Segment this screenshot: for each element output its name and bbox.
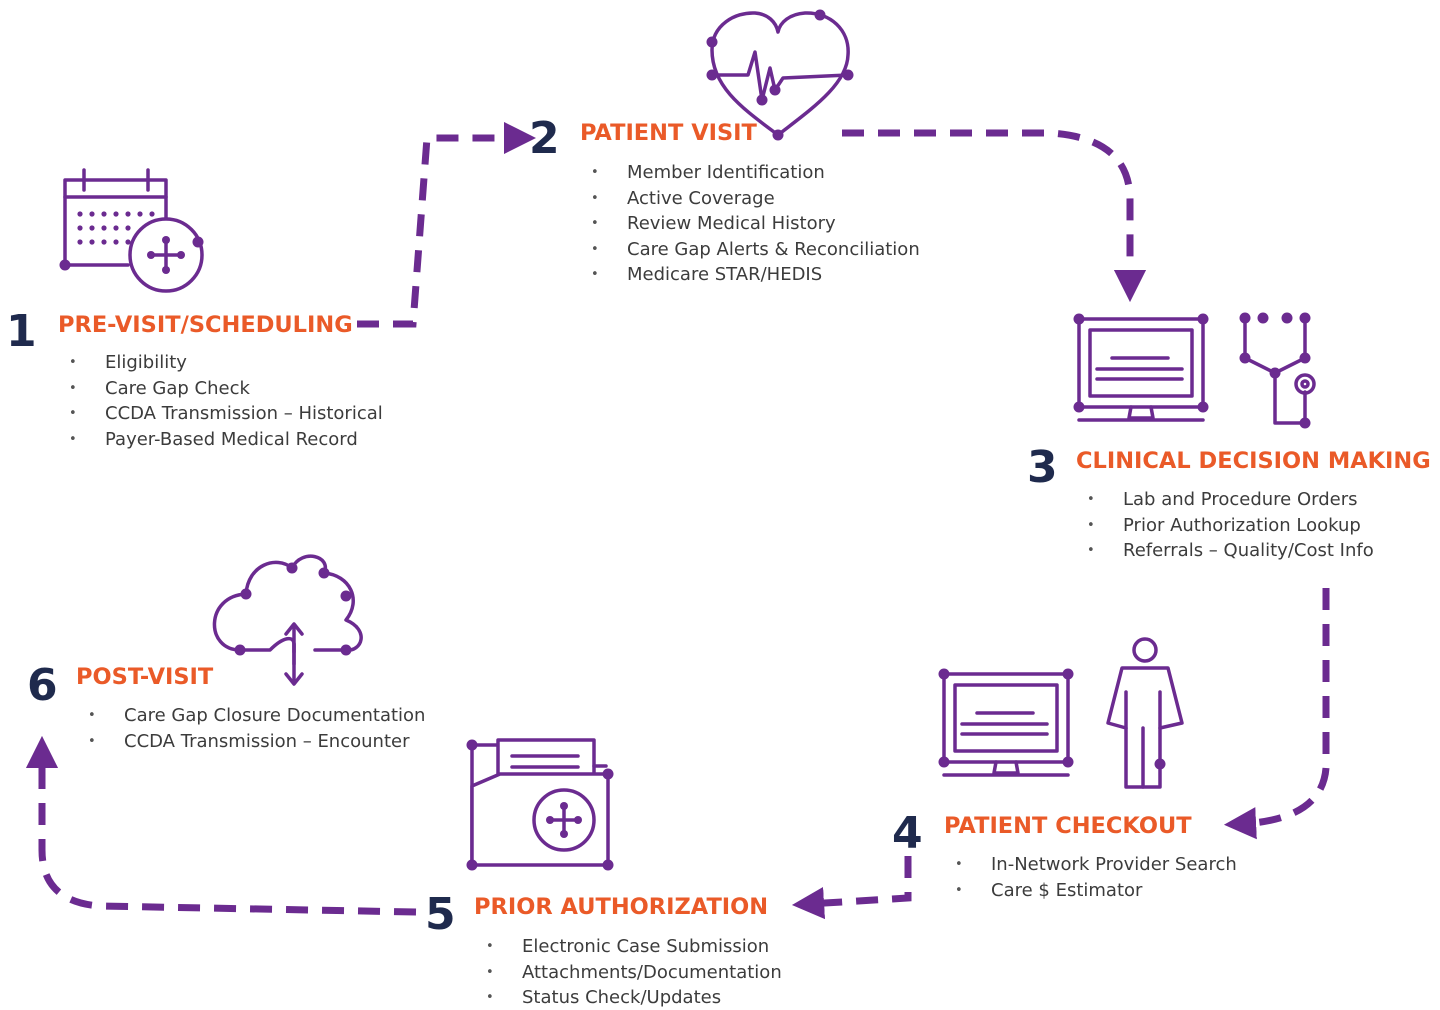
list-item: Payer-Based Medical Record: [69, 427, 383, 453]
step-1-title: PRE-VISIT/SCHEDULING: [58, 312, 353, 338]
step-5-bullet-list: Electronic Case Submission Attachments/D…: [486, 934, 782, 1010]
step-6-bullet-list: Care Gap Closure Documentation CCDA Tran…: [88, 703, 425, 754]
list-item: CCDA Transmission – Historical: [69, 401, 383, 427]
step-6-title: POST-VISIT: [76, 664, 214, 690]
list-item: Eligibility: [69, 350, 383, 376]
list-item: Care Gap Closure Documentation: [88, 703, 425, 729]
list-item: CCDA Transmission – Encounter: [88, 729, 425, 755]
list-item: Status Check/Updates: [486, 985, 782, 1010]
step-5-number: 5: [425, 889, 456, 940]
list-item: Lab and Procedure Orders: [1087, 487, 1374, 513]
step-1-number: 1: [6, 306, 37, 357]
connector-2-to-3: [842, 129, 1147, 303]
list-item: Attachments/Documentation: [486, 960, 782, 986]
heart-ekg-icon: [706, 9, 854, 141]
step-4-title: PATIENT CHECKOUT: [944, 813, 1192, 839]
list-item: Electronic Case Submission: [486, 934, 782, 960]
list-item: Active Coverage: [591, 186, 920, 212]
step-4-bullet-list: In-Network Provider Search Care $ Estima…: [955, 852, 1237, 903]
list-item: Review Medical History: [591, 211, 920, 237]
step-2-title: PATIENT VISIT: [580, 120, 757, 146]
cloud-sync-icon: [212, 554, 363, 686]
step-6-number: 6: [27, 660, 58, 711]
connector-3-to-4: [1223, 588, 1330, 840]
list-item: Referrals – Quality/Cost Info: [1087, 538, 1374, 564]
step-2-bullet-list: Member Identification Active Coverage Re…: [591, 160, 920, 288]
step-3-title: CLINICAL DECISION MAKING: [1076, 448, 1431, 474]
list-item: Member Identification: [591, 160, 920, 186]
list-item: Medicare STAR/HEDIS: [591, 262, 920, 288]
step-1-bullet-list: Eligibility Care Gap Check CCDA Transmis…: [69, 350, 383, 452]
step-2-number: 2: [529, 113, 560, 164]
step-5-title: PRIOR AUTHORIZATION: [474, 894, 769, 920]
monitor-patient-icon: [938, 637, 1184, 789]
connector-5-to-6: [25, 735, 417, 916]
step-3-bullet-list: Lab and Procedure Orders Prior Authoriza…: [1087, 487, 1374, 564]
step-4-number: 4: [892, 808, 923, 859]
list-item: Care Gap Alerts & Reconciliation: [591, 237, 920, 263]
list-item: Prior Authorization Lookup: [1087, 513, 1374, 539]
list-item: In-Network Provider Search: [955, 852, 1237, 878]
connector-1-to-2: [357, 121, 537, 328]
calendar-medical-icon: [59, 168, 204, 293]
folder-medical-icon: [466, 738, 614, 871]
step-3-number: 3: [1027, 442, 1058, 493]
monitor-stethoscope-icon: [1073, 312, 1316, 429]
connector-4-to-5: [791, 856, 912, 920]
list-item: Care Gap Check: [69, 376, 383, 402]
list-item: Care $ Estimator: [955, 878, 1237, 904]
